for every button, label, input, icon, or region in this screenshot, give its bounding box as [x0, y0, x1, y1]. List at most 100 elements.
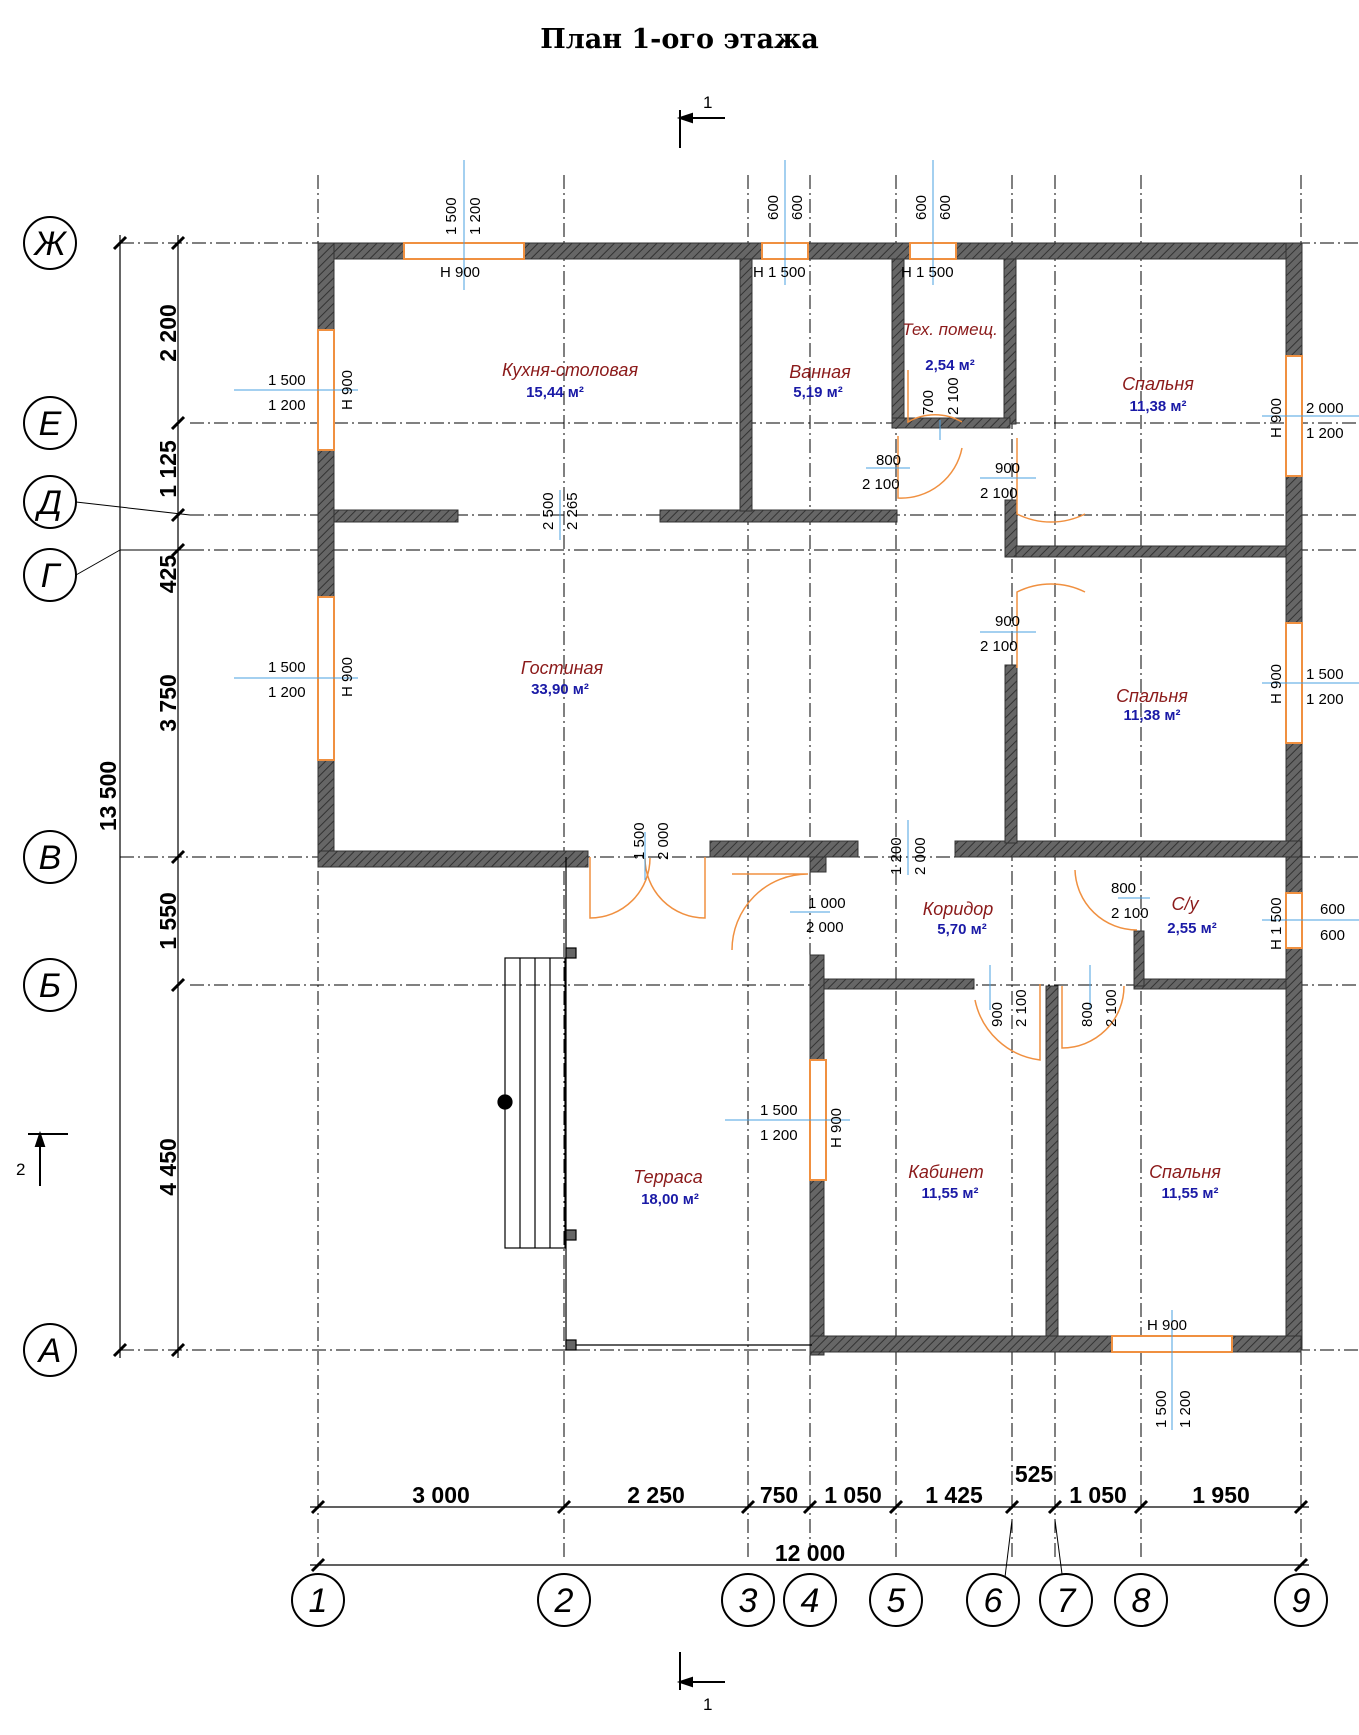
svg-text:Д: Д — [34, 484, 62, 522]
svg-text:5,19 м²: 5,19 м² — [793, 384, 842, 401]
svg-text:2 000: 2 000 — [1306, 400, 1344, 417]
bottom-dimensions — [310, 1499, 1309, 1573]
svg-text:2 000: 2 000 — [655, 822, 672, 860]
svg-text:Н 900: Н 900 — [1268, 664, 1285, 704]
room-tech: Тех. помещ.2,54 м² — [902, 320, 998, 374]
axis-bubble-e: Е — [23, 396, 77, 450]
dim-text: 1 050 — [1069, 1482, 1127, 1508]
dim-text: 2 250 — [627, 1482, 685, 1508]
svg-text:Н 900: Н 900 — [339, 657, 356, 697]
left-dimensions — [112, 235, 186, 1358]
svg-text:600: 600 — [937, 195, 954, 220]
svg-text:Н 900: Н 900 — [339, 370, 356, 410]
left-axis-bubbles: Ж Е Д Г В Б А — [23, 216, 191, 1377]
svg-text:5: 5 — [887, 1582, 906, 1620]
svg-text:Спальня: Спальня — [1122, 374, 1194, 394]
bottom-axis-bubbles: 1 2 3 4 5 6 7 8 9 — [291, 1519, 1328, 1627]
dim-text: 1 425 — [925, 1482, 983, 1508]
svg-text:Н 1 500: Н 1 500 — [753, 264, 806, 281]
svg-text:1 500: 1 500 — [1306, 666, 1344, 683]
svg-text:2 100: 2 100 — [862, 476, 900, 493]
svg-text:2 100: 2 100 — [1111, 905, 1149, 922]
axis-bubble-a: А — [23, 1323, 77, 1377]
svg-text:3: 3 — [739, 1582, 758, 1620]
axis-bubble-1: 1 — [291, 1573, 345, 1627]
svg-text:Ж: Ж — [32, 225, 67, 263]
room-kitchen: Кухня-столовая 15,44 м² — [502, 360, 639, 401]
svg-text:2,55 м²: 2,55 м² — [1167, 920, 1216, 937]
svg-text:1 200: 1 200 — [1306, 691, 1344, 708]
svg-text:Кабинет: Кабинет — [908, 1162, 983, 1182]
svg-text:Кухня-столовая: Кухня-столовая — [502, 360, 639, 380]
svg-text:Н 900: Н 900 — [1147, 1317, 1187, 1334]
svg-text:2 100: 2 100 — [1013, 989, 1030, 1027]
svg-text:11,38 м²: 11,38 м² — [1124, 707, 1181, 724]
svg-text:1 500: 1 500 — [1153, 1390, 1170, 1428]
door — [1061, 985, 1125, 1049]
svg-text:900: 900 — [995, 460, 1020, 477]
svg-text:800: 800 — [876, 452, 901, 469]
terrace — [497, 857, 812, 1351]
svg-text:1 200: 1 200 — [268, 684, 306, 701]
svg-text:7: 7 — [1057, 1582, 1077, 1620]
svg-text:В: В — [39, 839, 62, 877]
svg-text:11,55 м²: 11,55 м² — [1162, 1185, 1219, 1202]
walls — [317, 242, 1303, 1356]
dim-text: 2 200 — [155, 304, 181, 362]
dim-text: 1 950 — [1192, 1482, 1250, 1508]
dim-text: 3 000 — [412, 1482, 470, 1508]
svg-text:8: 8 — [1132, 1582, 1151, 1620]
door — [1074, 869, 1138, 931]
svg-text:Ванная: Ванная — [789, 362, 851, 382]
door — [644, 857, 706, 919]
doors — [589, 370, 1138, 1061]
svg-text:Коридор: Коридор — [923, 899, 994, 919]
svg-text:1 500: 1 500 — [268, 372, 306, 389]
svg-text:4: 4 — [801, 1582, 820, 1620]
svg-text:1 200: 1 200 — [268, 397, 306, 414]
svg-text:Н 900: Н 900 — [1268, 398, 1285, 438]
door — [897, 436, 963, 499]
svg-text:800: 800 — [1111, 880, 1136, 897]
svg-text:1 200: 1 200 — [1177, 1390, 1194, 1428]
dim-text: 750 — [760, 1482, 798, 1508]
door — [1016, 583, 1086, 668]
door — [974, 984, 1041, 1061]
bottom-dim-texts: 3 000 2 250 750 1 050 1 425 525 1 050 1 … — [412, 1461, 1250, 1566]
dim-text: 4 450 — [155, 1138, 181, 1196]
page-title: План 1-ого этажа — [540, 24, 819, 55]
svg-text:2 100: 2 100 — [945, 377, 962, 415]
svg-text:6: 6 — [984, 1582, 1003, 1620]
svg-text:600: 600 — [1320, 927, 1345, 944]
room-bath: Ванная 5,19 м² — [789, 362, 851, 401]
svg-text:15,44 м²: 15,44 м² — [526, 384, 584, 401]
svg-text:1 000: 1 000 — [808, 895, 846, 912]
svg-text:2 100: 2 100 — [1103, 989, 1120, 1027]
svg-text:Спальня: Спальня — [1149, 1162, 1221, 1182]
svg-text:Н 1 500: Н 1 500 — [901, 264, 954, 281]
svg-text:600: 600 — [789, 195, 806, 220]
svg-text:1 200: 1 200 — [760, 1127, 798, 1144]
room-labels: Кухня-столовая 15,44 м² Ванная 5,19 м² Тех… — [502, 320, 1221, 1208]
svg-text:Б: Б — [39, 967, 61, 1005]
svg-text:11,55 м²: 11,55 м² — [922, 1185, 979, 1202]
axis-bubble-g: Г — [23, 548, 190, 602]
svg-text:1 500: 1 500 — [631, 822, 648, 860]
svg-text:33,90 м²: 33,90 м² — [531, 681, 589, 698]
axis-bubble-7: 7 — [1039, 1519, 1093, 1627]
svg-text:1 200: 1 200 — [888, 837, 905, 875]
dim-text: 3 750 — [155, 674, 181, 732]
svg-text:900: 900 — [995, 613, 1020, 630]
axis-bubble-3: 3 — [721, 1573, 775, 1627]
svg-text:2 100: 2 100 — [980, 638, 1018, 655]
svg-text:1 500: 1 500 — [760, 1102, 798, 1119]
svg-text:600: 600 — [1320, 901, 1345, 918]
svg-text:18,00 м²: 18,00 м² — [641, 1191, 699, 1208]
svg-text:Гостиная: Гостиная — [521, 658, 604, 678]
svg-text:700: 700 — [920, 390, 937, 415]
axis-bubble-2: 2 — [537, 1573, 591, 1627]
axis-bubble-6: 6 — [966, 1519, 1020, 1627]
